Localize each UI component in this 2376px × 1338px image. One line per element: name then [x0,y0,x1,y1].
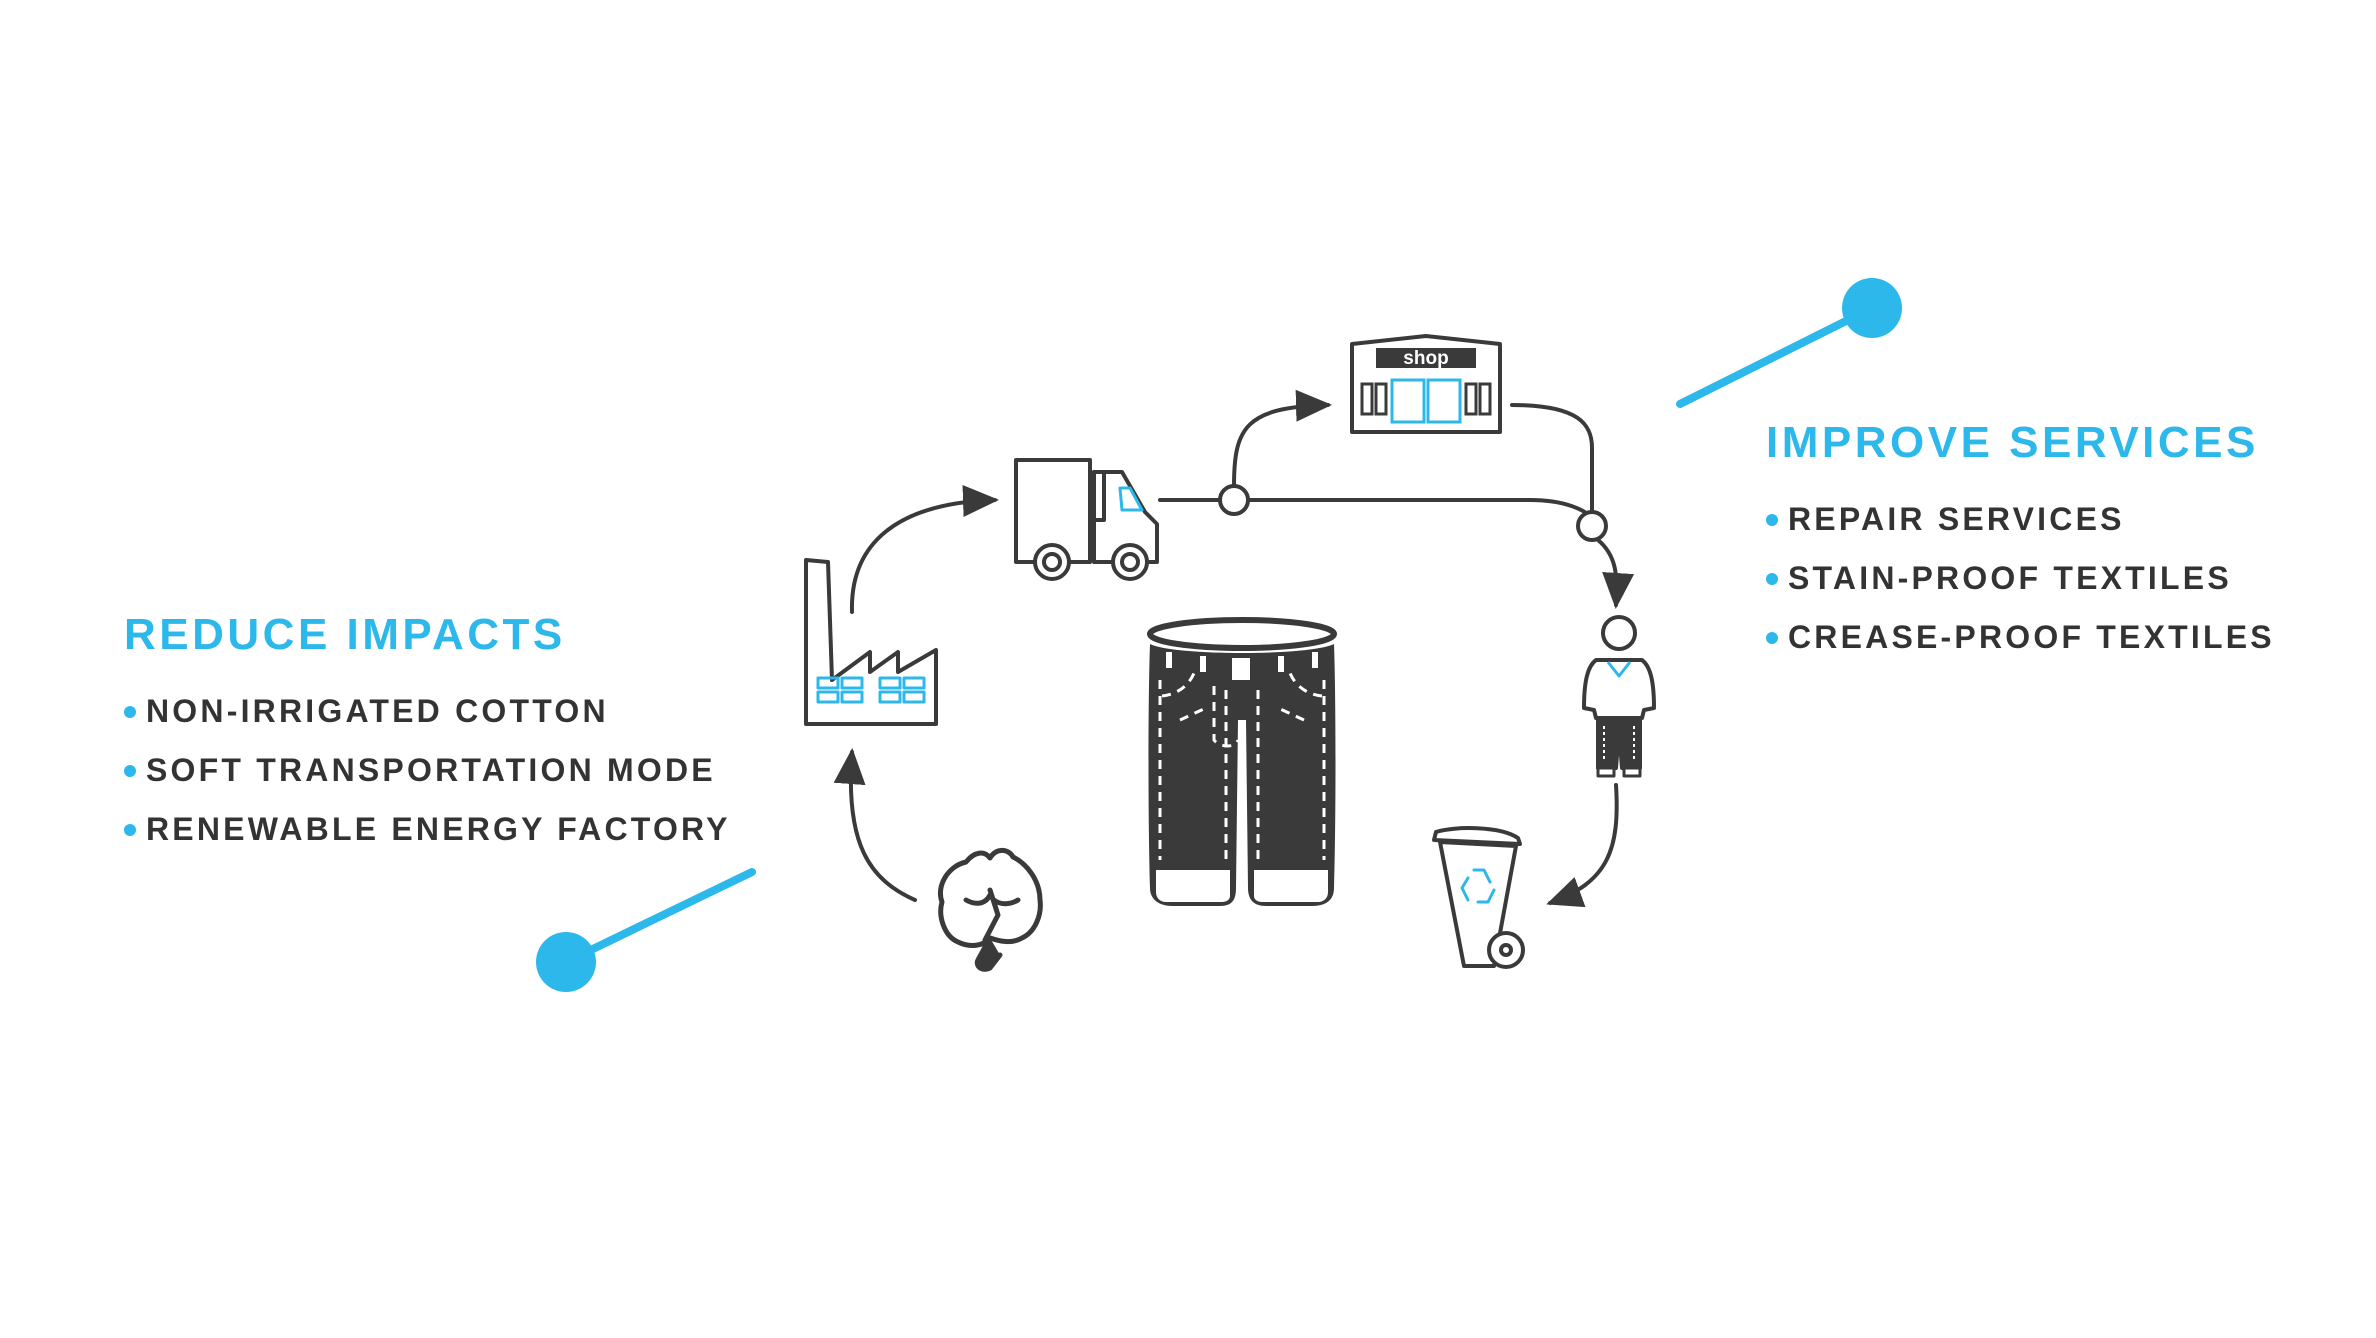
flow-junction-node [1218,484,1250,516]
bullet-dot [1766,513,1778,526]
flow-line-shop-to-junction [1510,403,1594,512]
list-item-label: REPAIR SERVICES [1788,501,2125,537]
flow-arrow-factory-to-truck [849,484,999,614]
list-item-label: RENEWABLE ENERGY FACTORY [146,811,731,847]
bullet-dot [124,764,136,777]
bullet-dot [124,823,136,836]
improve-services-title: IMPROVE SERVICES [1766,418,2259,467]
list-item-label: NON-IRRIGATED COTTON [146,693,609,729]
list-item: SOFT TRANSPORTATION MODE [124,741,731,800]
truck-icon [1014,458,1159,581]
list-item: STAIN-PROOF TEXTILES [1766,549,2275,608]
list-item: REPAIR SERVICES [1766,490,2275,549]
jeans-icon [1147,617,1337,906]
flow-arrow-junction-to-shop [1232,389,1332,488]
improve-services-pin [1676,278,1902,408]
reduce-impacts-title: REDUCE IMPACTS [124,610,566,659]
list-item-label: CREASE-PROOF TEXTILES [1788,619,2275,655]
factory-icon [804,558,938,726]
person-icon [1582,615,1656,778]
flow-line-bypass [1244,498,1594,520]
bullet-dot [1766,631,1778,644]
bullet-dot [1766,572,1778,585]
list-item-label: SOFT TRANSPORTATION MODE [146,752,716,788]
flow-arrow-person-to-bin [1546,783,1619,908]
list-item: NON-IRRIGATED COTTON [124,682,731,741]
shop-sign-label: shop [1403,348,1448,369]
list-item: RENEWABLE ENERGY FACTORY [124,800,731,859]
reduce-impacts-panel: REDUCE IMPACTS NON-IRRIGATED COTTON SOFT… [124,610,731,859]
list-item: CREASE-PROOF TEXTILES [1766,608,2275,667]
bullet-dot [124,705,136,718]
flow-arrow-cotton-to-factory [833,748,917,902]
cotton-icon [938,847,1043,972]
improve-services-panel: IMPROVE SERVICES REPAIR SERVICES STAIN-P… [1766,418,2275,667]
list-item-label: STAIN-PROOF TEXTILES [1788,560,2232,596]
reduce-impacts-list: NON-IRRIGATED COTTON SOFT TRANSPORTATION… [124,682,731,859]
shop-icon: shop [1350,334,1502,434]
recycle-bin-icon [1432,826,1525,969]
improve-services-list: REPAIR SERVICES STAIN-PROOF TEXTILES CRE… [1766,490,2275,667]
reduce-impacts-pin [536,868,756,992]
flow-arrow-junction-to-person [1596,538,1635,609]
flow-junction-node [1576,510,1608,542]
